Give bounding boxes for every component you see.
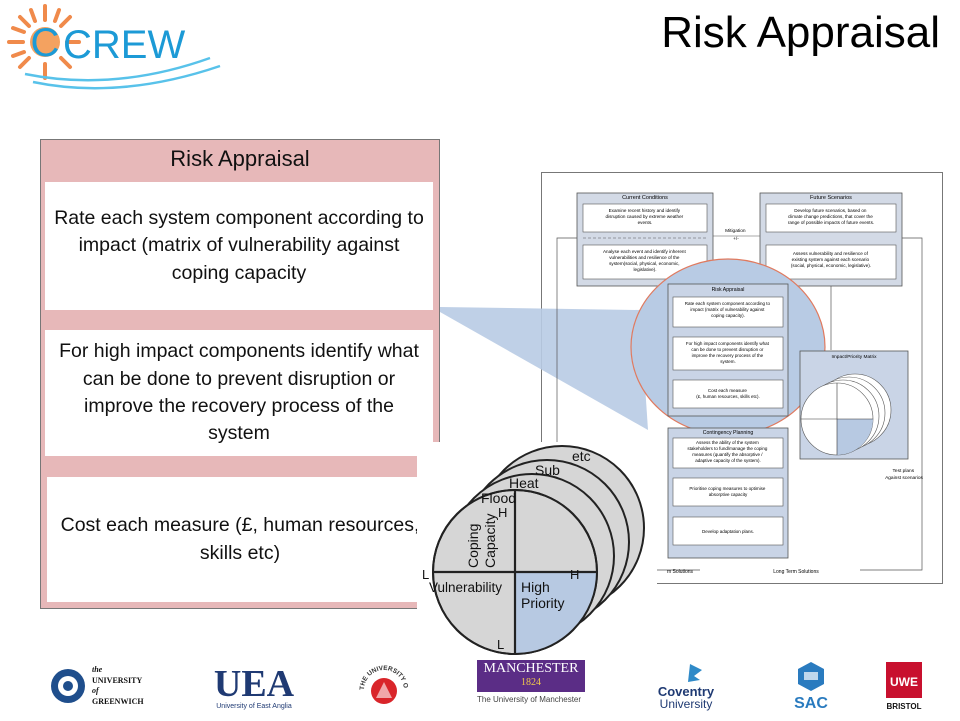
sun-icon [7, 4, 81, 80]
step-identify-measures: For high impact components identify what… [45, 330, 433, 456]
vulnerability-label: Vulnerability [429, 580, 502, 595]
svg-text:For high impact components ide: For high impact components identify what… [686, 341, 770, 364]
svg-text:Cost each measure (£, hu: Cost each measure (£, human resources, s… [696, 388, 760, 399]
sac-logo: SAC [786, 660, 836, 712]
svg-text:Contingency Planning: Contingency Planning [703, 430, 754, 436]
manchester-logo: MANCHESTER 1824 The University of Manche… [477, 660, 587, 712]
svg-text:UEA: UEA [214, 663, 295, 705]
coventry-logo: Coventry University [652, 660, 722, 712]
impact-matrix-small: Impact/Priority Matrix [799, 350, 909, 460]
logo-c: C [31, 21, 60, 65]
layer-flood-label: Flood [481, 490, 516, 506]
axis-h-top: H [498, 505, 507, 520]
svg-text:Risk Appraisal: Risk Appraisal [712, 287, 745, 293]
callout-wedge [440, 307, 648, 430]
layer-heat-label: Heat [509, 475, 539, 491]
svg-text:Examine recent history and ide: Examine recent history and identify disr… [606, 208, 685, 225]
test-plans-label: Test plans Against scenarios [885, 468, 923, 481]
axis-h-right: H [570, 567, 579, 582]
coping-capacity-label: Coping Capacity [465, 514, 498, 568]
svg-text:Impact/Priority Matrix: Impact/Priority Matrix [831, 354, 877, 360]
svg-text:Assess vulnerability and resil: Assess vulnerability and resilience of e… [791, 251, 871, 268]
coventry-bird-icon [688, 664, 702, 682]
uwe-logo: UWE BRISTOL [882, 660, 926, 712]
svg-text:UWE: UWE [890, 675, 918, 689]
wave-icon [24, 56, 221, 90]
crew-logo: C CREW [7, 4, 221, 90]
mitigation-label: Mitigation +/- [725, 228, 747, 242]
risk-appraisal-flow-group: Risk Appraisal Rate each system componen… [667, 283, 789, 417]
axis-l-bottom: L [497, 637, 504, 652]
panel-title: Risk Appraisal [170, 146, 310, 171]
svg-text:Capacity: Capacity [482, 514, 498, 568]
axis-l-left: L [422, 567, 429, 582]
contingency-planning-group: Contingency Planning Assess the ability … [667, 427, 789, 559]
greenwich-crest-icon: the UNIVERSITY of GREENWICH [51, 665, 144, 706]
future-scenarios-group: Future Scenarios Develop future scenario… [759, 192, 903, 287]
svg-text:Coventry: Coventry [658, 684, 715, 699]
logo-text: CREW [63, 23, 185, 67]
slide-title: Risk Appraisal [661, 8, 940, 57]
svg-text:Current Conditions: Current Conditions [622, 195, 668, 201]
layer-etc-label: etc [572, 448, 591, 464]
high-priority-quadrant [515, 572, 597, 654]
step-cost-measures: Cost each measure (£, human resources, s… [47, 477, 433, 602]
high-label: High [521, 579, 550, 595]
svg-text:University: University [660, 697, 713, 711]
layer-sub-label: Sub [535, 462, 560, 478]
svg-text:BRISTOL: BRISTOL [887, 702, 922, 711]
greenwich-logo: the UNIVERSITY of GREENWICH [48, 660, 148, 712]
step-rate-components: Rate each system component according to … [45, 182, 433, 310]
salford-logo: THE UNIVERSITY OF SALFORD [353, 655, 412, 712]
priority-label: Priority [521, 595, 565, 611]
svg-text:Prioritise coping measures to: Prioritise coping measures to optimise a… [689, 486, 766, 497]
short-term-label: m Solutions [667, 569, 694, 575]
svg-text:SAC: SAC [794, 695, 828, 712]
svg-text:Develop adaptation plans.: Develop adaptation plans. [702, 529, 754, 534]
svg-text:Develop future scenarios, base: Develop future scenarios, based on clima… [788, 208, 874, 225]
uwe-mark-icon [886, 662, 922, 698]
current-conditions-group: Current Conditions Examine recent histor… [576, 192, 714, 287]
uea-logo: UEA University of East Anglia [212, 660, 296, 712]
svg-text:Coping: Coping [465, 524, 481, 568]
svg-text:Rate each system component acc: Rate each system component according to … [685, 301, 772, 318]
long-term-label: Long Term Solutions [773, 569, 819, 575]
svg-text:Analyse each event and identif: Analyse each event and identify inherent… [603, 249, 687, 272]
svg-text:the UNIVERSITY of: the UNIVERSITY of GREENWICH [92, 665, 144, 706]
svg-text:Future Scenarios: Future Scenarios [810, 195, 852, 201]
svg-text:Assess the ability of the syst: Assess the ability of the system stakeho… [687, 440, 768, 463]
impact-priority-matrix: etc Sub Heat Flood H L H L Coping Capaci… [417, 442, 657, 656]
svg-text:University of East Anglia: University of East Anglia [216, 703, 292, 710]
